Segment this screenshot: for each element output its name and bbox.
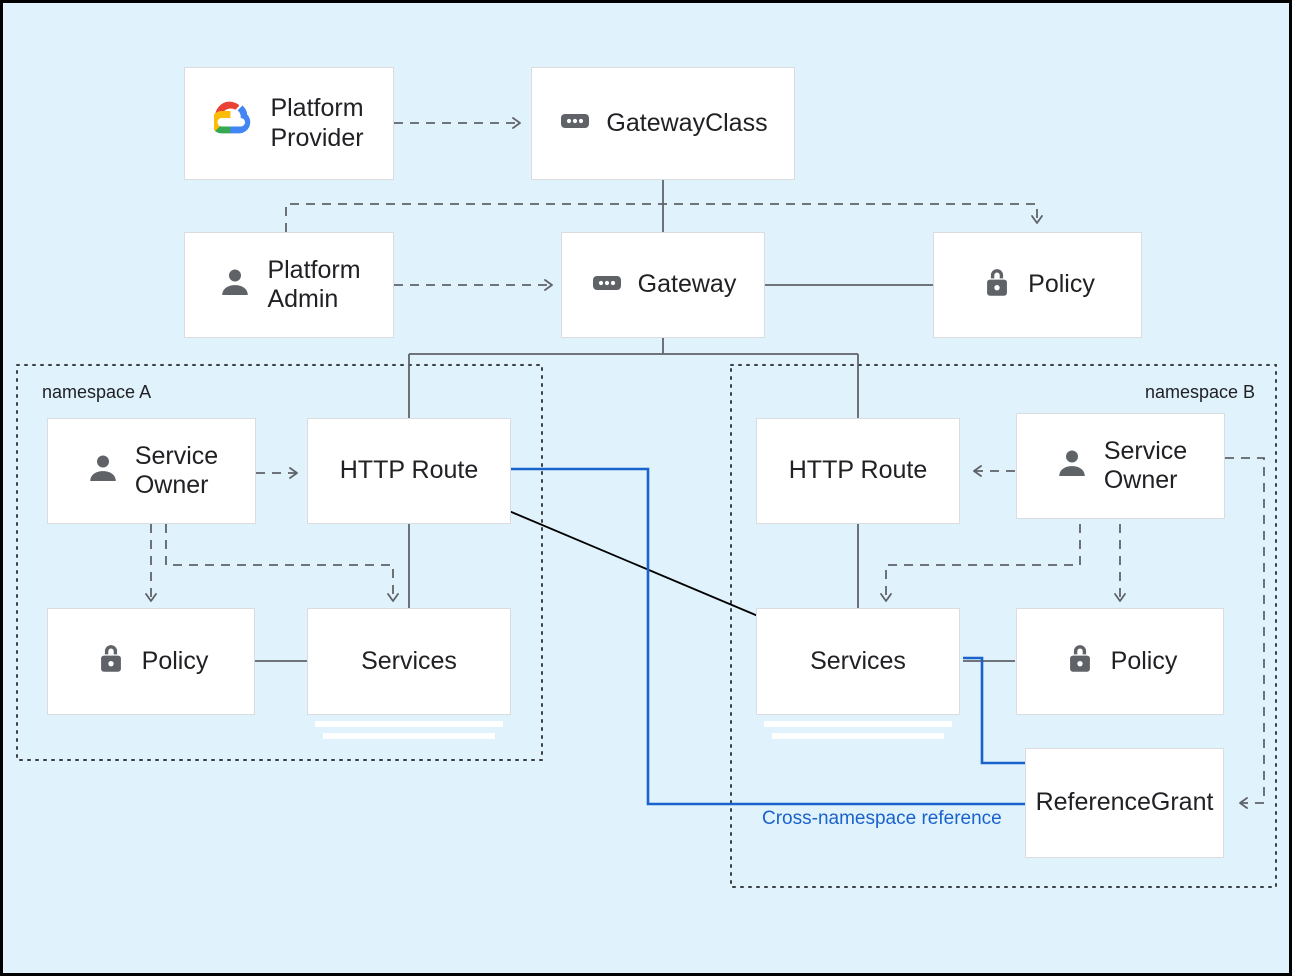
edge-ownerb-servicesb bbox=[880, 524, 1081, 602]
node-policy-a[interactable]: Policy bbox=[47, 608, 255, 715]
edge-ownera-servicesa bbox=[165, 524, 399, 602]
person-icon bbox=[1054, 446, 1090, 487]
namespace-a-label: namespace A bbox=[42, 382, 152, 402]
person-icon bbox=[217, 265, 253, 306]
edge-routea-referencegrant-blue bbox=[511, 467, 1025, 806]
node-label: Platform Provider bbox=[270, 94, 364, 152]
node-label: HTTP Route bbox=[788, 456, 928, 485]
node-label: Services bbox=[361, 646, 457, 675]
node-services-a[interactable]: Services bbox=[307, 608, 511, 715]
lock-icon bbox=[94, 642, 128, 681]
connector-layer bbox=[16, 117, 1277, 888]
node-service-owner-b[interactable]: Service Owner bbox=[1016, 413, 1225, 519]
services-b-stack-layer-1 bbox=[764, 721, 952, 727]
google-cloud-logo-icon bbox=[211, 100, 256, 147]
gateway-chip-icon bbox=[590, 266, 624, 305]
node-label: Services bbox=[810, 646, 906, 675]
services-b-stack-layer-2 bbox=[772, 733, 944, 739]
node-label: Policy bbox=[1110, 646, 1178, 675]
edge-ownerb-referencegrant bbox=[1225, 457, 1265, 809]
node-gateway[interactable]: Gateway bbox=[561, 232, 765, 338]
gateway-chip-icon bbox=[558, 104, 592, 143]
node-label: Policy bbox=[141, 646, 209, 675]
node-label: Policy bbox=[1028, 270, 1095, 299]
node-http-route-a[interactable]: HTTP Route bbox=[307, 418, 511, 524]
edge-admin-policy bbox=[285, 203, 1043, 232]
node-gatewayclass[interactable]: GatewayClass bbox=[531, 67, 795, 180]
node-services-b[interactable]: Services bbox=[756, 608, 960, 715]
lock-icon bbox=[1063, 642, 1097, 681]
services-a-stack-layer-2 bbox=[323, 733, 495, 739]
person-icon bbox=[85, 451, 121, 492]
namespace-b-box bbox=[730, 364, 1277, 888]
node-policy-b[interactable]: Policy bbox=[1016, 608, 1224, 715]
node-label: HTTP Route bbox=[339, 456, 479, 485]
node-label: Service Owner bbox=[134, 441, 219, 500]
lock-icon bbox=[980, 266, 1014, 305]
node-platform-admin[interactable]: Platform Admin bbox=[184, 232, 394, 338]
node-reference-grant[interactable]: ReferenceGrant bbox=[1025, 748, 1224, 858]
node-label: Gateway bbox=[637, 270, 737, 299]
node-label: Platform Admin bbox=[267, 255, 361, 314]
namespace-b-label: namespace B bbox=[1145, 382, 1256, 402]
cross-namespace-reference-label: Cross-namespace reference bbox=[762, 808, 1002, 829]
node-label: GatewayClass bbox=[606, 108, 768, 137]
node-policy-top[interactable]: Policy bbox=[933, 232, 1142, 338]
node-platform-provider[interactable]: Platform Provider bbox=[184, 67, 394, 180]
node-label: Service Owner bbox=[1103, 436, 1188, 495]
services-a-stack-layer-1 bbox=[315, 721, 503, 727]
edge-servicesb-referencegrant-blue bbox=[963, 656, 1025, 765]
namespace-a-box bbox=[16, 364, 543, 761]
edge-gateway-routes bbox=[408, 338, 859, 418]
node-label: ReferenceGrant bbox=[1035, 788, 1214, 817]
node-service-owner-a[interactable]: Service Owner bbox=[47, 418, 256, 524]
node-http-route-b[interactable]: HTTP Route bbox=[756, 418, 960, 524]
edge-routea-servicesb bbox=[508, 510, 759, 617]
